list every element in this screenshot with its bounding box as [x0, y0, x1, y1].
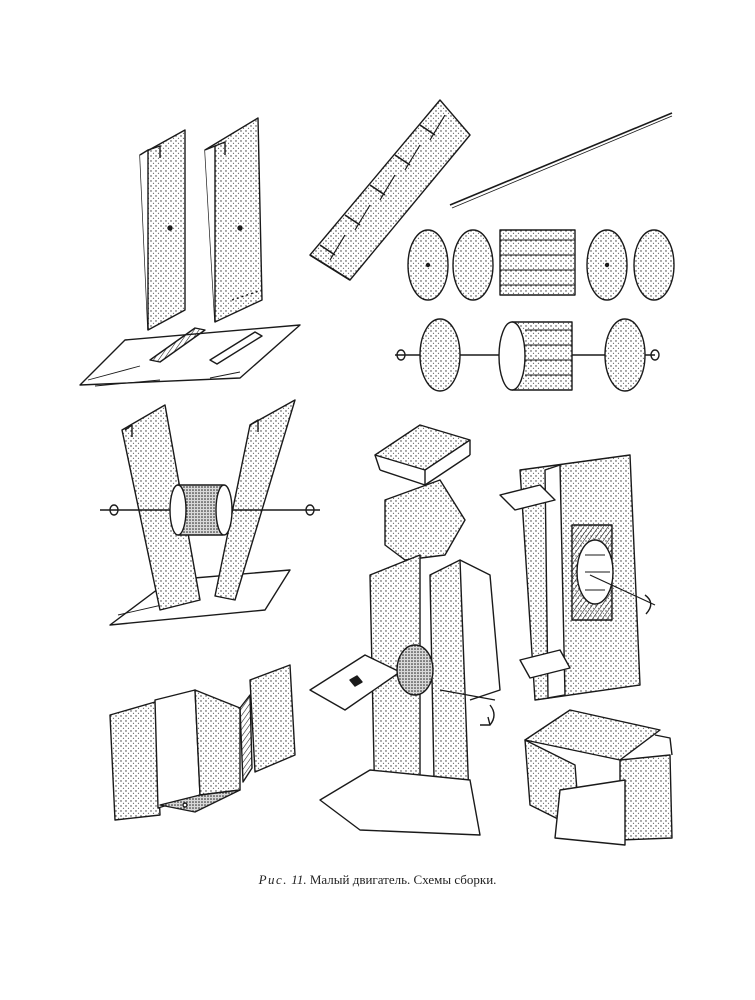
casing-box — [524, 709, 673, 846]
side-plate-cutaway — [499, 454, 656, 701]
full-motor-assembly — [309, 424, 501, 836]
stand-plates-on-base — [79, 117, 301, 387]
assembled-rotor-on-axle — [395, 318, 660, 392]
caption-text: Малый двигатель. Схемы сборки. — [309, 872, 497, 887]
caption-figure-label: Рис. — [258, 872, 289, 887]
folded-housing-parts — [109, 664, 296, 821]
exploded-rotor-parts — [407, 229, 675, 301]
corrugated-blade-strip — [309, 99, 471, 281]
figure-caption: Рис. 11. Малый двигатель. Схемы сборки. — [0, 872, 755, 888]
caption-figure-number: 11. — [291, 872, 307, 887]
stand-with-rotor — [100, 399, 320, 626]
needle-axle — [449, 112, 673, 209]
